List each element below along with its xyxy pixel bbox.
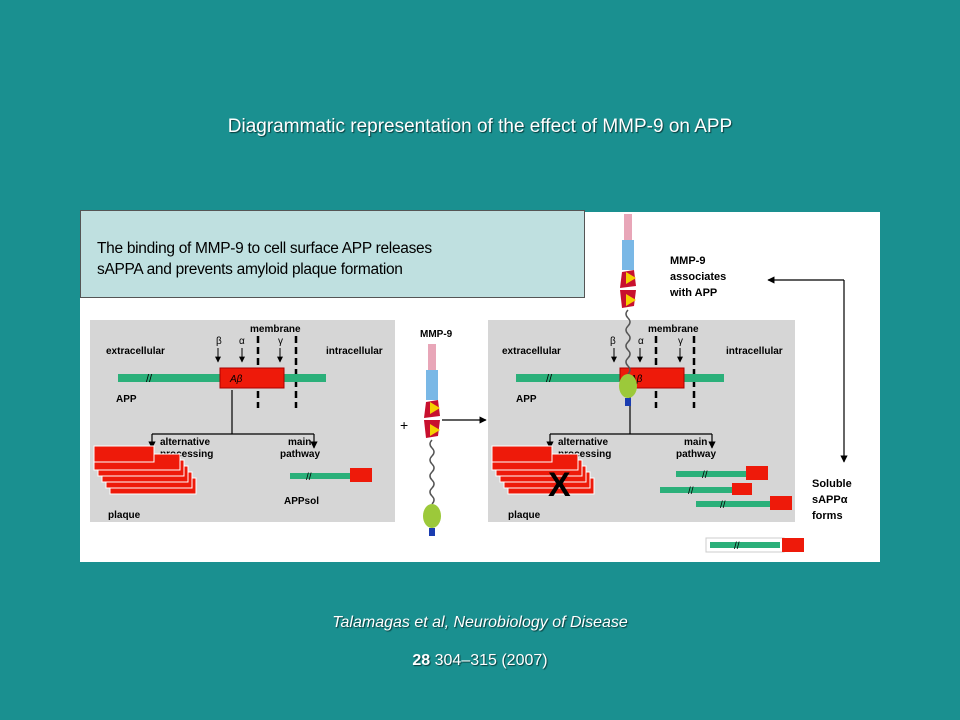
right-alpha-label: α xyxy=(638,336,644,347)
left-beta-label: β xyxy=(216,336,222,347)
right-gamma-label: γ xyxy=(678,336,683,347)
left-pathway-label: pathway xyxy=(280,449,320,460)
right-intracellular-label: intracellular xyxy=(726,346,783,357)
citation-journal: Talamagas et al, Neurobiology of Disease xyxy=(332,614,628,631)
soluble-line-2: sAPPα xyxy=(812,494,848,506)
soluble-bar-3 xyxy=(696,501,770,507)
left-extracellular-label: extracellular xyxy=(106,346,165,357)
right-extracellular-label: extracellular xyxy=(502,346,561,357)
soluble-block-1 xyxy=(746,466,768,480)
right-plaque-label: plaque xyxy=(508,510,541,521)
right-pathway-label: pathway xyxy=(676,449,716,460)
mmp9-label: MMP-9 xyxy=(420,329,453,340)
soluble-line-3: forms xyxy=(812,510,843,522)
soluble-break-2: // xyxy=(688,486,694,497)
right-processing-label: processing xyxy=(558,449,611,460)
blocked-cross-icon: X xyxy=(548,466,571,504)
right-main-label: main xyxy=(684,437,707,448)
left-alternative-label: alternative xyxy=(160,437,210,448)
right-abeta-label: Aβ xyxy=(629,374,643,385)
soluble-block-3 xyxy=(770,496,792,510)
left-alpha-label: α xyxy=(239,336,245,347)
left-panel: extracellular membrane intracellular β α… xyxy=(90,320,395,522)
left-appsol-break: // xyxy=(306,472,312,483)
legend-sapp-bar xyxy=(710,542,780,548)
left-membrane-label: membrane xyxy=(250,324,301,335)
mmp9-app-diagram: extracellular membrane intracellular β α… xyxy=(90,213,852,553)
citation-volume: 28 xyxy=(412,652,431,669)
left-abeta-block xyxy=(219,367,285,389)
slide-title: Diagrammatic representation of the effec… xyxy=(227,116,733,137)
callout-line-2: sAPPA and prevents amyloid plaque format… xyxy=(97,261,403,278)
legend-sapp-break: // xyxy=(734,541,740,552)
left-main-label: main xyxy=(288,437,311,448)
right-membrane-label: membrane xyxy=(648,324,699,335)
left-app-label: APP xyxy=(116,394,137,405)
associates-line-2: associates xyxy=(670,271,726,283)
right-app-break: // xyxy=(546,373,553,385)
right-panel: extracellular membrane intracellular β α… xyxy=(488,320,795,522)
soluble-block-2 xyxy=(732,483,752,495)
soluble-bar-1 xyxy=(676,471,746,477)
left-gamma-label: γ xyxy=(278,336,283,347)
right-alternative-label: alternative xyxy=(558,437,608,448)
left-app-break: // xyxy=(146,373,153,385)
left-appsol-block xyxy=(350,468,372,482)
summary-callout: The binding of MMP-9 to cell surface APP… xyxy=(80,210,585,298)
right-beta-label: β xyxy=(610,336,616,347)
left-appsol-label: APPsol xyxy=(284,496,319,507)
left-processing-label: processing xyxy=(160,449,213,460)
soluble-bar-2 xyxy=(660,487,732,493)
associates-line-3: with APP xyxy=(669,287,717,299)
left-abeta-label: Aβ xyxy=(229,374,243,385)
left-appsol-bar xyxy=(290,473,350,479)
citation-reference: 28 304–315 (2007) xyxy=(0,652,960,670)
left-plaque-label: plaque xyxy=(108,510,141,521)
citation-pages: 304–315 (2007) xyxy=(430,652,548,669)
mmp9-free: MMP-9 + xyxy=(400,329,487,537)
soluble-break-1: // xyxy=(702,470,708,481)
legend-sapp-block xyxy=(782,538,804,552)
right-app-label: APP xyxy=(516,394,537,405)
soluble-break-3: // xyxy=(720,500,726,511)
mmp9-molecule-icon xyxy=(422,343,442,537)
callout-line-1: The binding of MMP-9 to cell surface APP… xyxy=(97,240,432,257)
left-intracellular-label: intracellular xyxy=(326,346,383,357)
soluble-line-1: Soluble xyxy=(812,478,852,490)
associates-line-1: MMP-9 xyxy=(670,255,705,267)
plus-sign: + xyxy=(400,417,408,433)
